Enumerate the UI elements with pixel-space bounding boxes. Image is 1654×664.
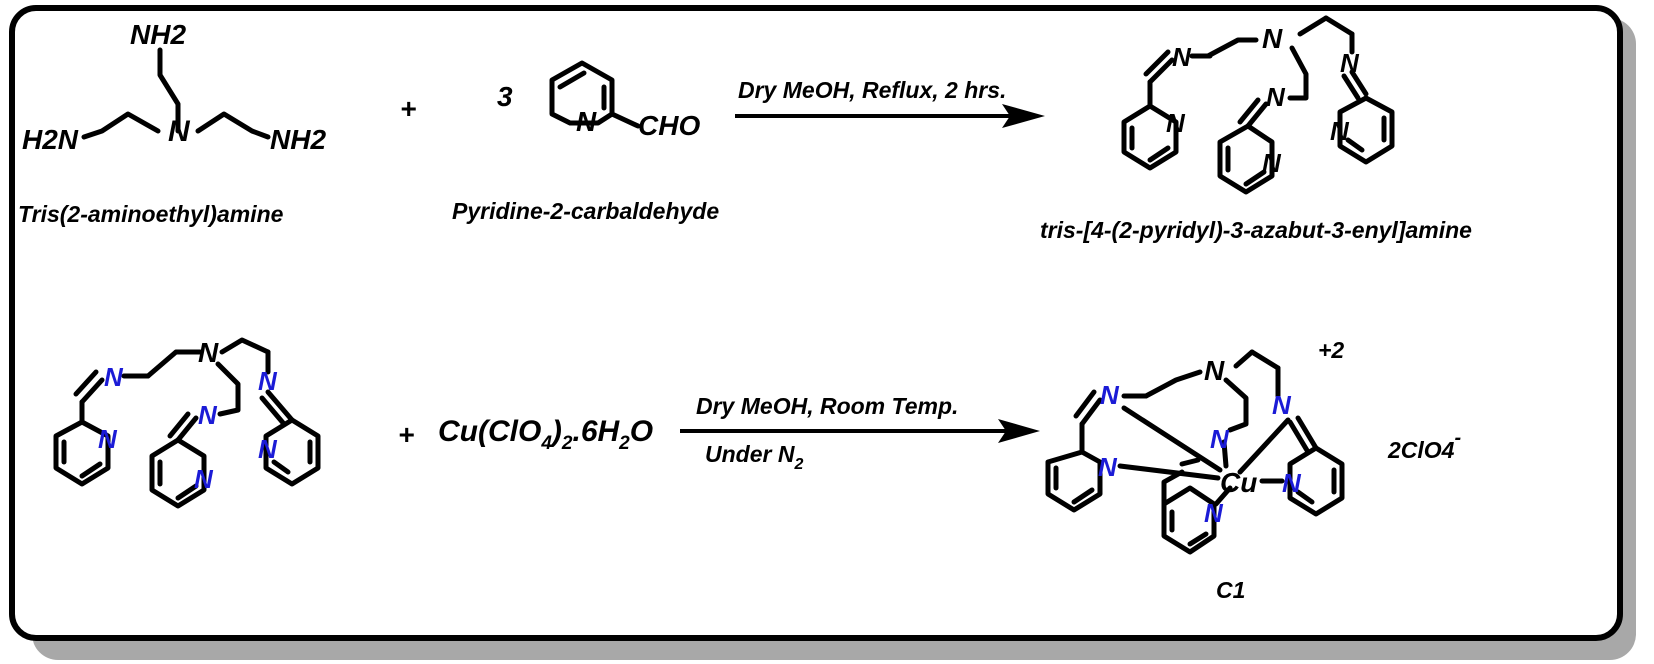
complex-py-n3: N — [1282, 468, 1302, 498]
copper-salt: Cu(ClO4)2.6H2O — [438, 415, 653, 454]
ligand2-py-n1: N — [98, 424, 118, 454]
copper-complex-structure: N N N N N N N Cu — [1045, 349, 1345, 555]
ligand2-imine-n3: N — [258, 366, 278, 396]
pyridine-carbaldehyde-structure: N CHO — [549, 60, 700, 141]
complex-py-n1: N — [1098, 452, 1118, 482]
complex-charge: +2 — [1318, 337, 1344, 363]
ligand1-n-tertiary: N — [1262, 23, 1283, 54]
plus-sign-1: + — [400, 93, 416, 124]
ligand1-py-n3: N — [1330, 116, 1350, 146]
reaction-arrow-2-head — [998, 419, 1040, 443]
complex-imine-n1: N — [1100, 380, 1120, 410]
aldehyde-cho: CHO — [638, 110, 700, 141]
stoich-coefficient: 3 — [497, 81, 513, 112]
tren-n-center: N — [168, 115, 191, 148]
reaction-arrow-1-head — [1002, 104, 1045, 128]
reaction-2-conditions-above: Dry MeOH, Room Temp. — [696, 393, 958, 419]
ligand-name: tris-[4-(2-pyridyl)-3-azabut-3-enyl]amin… — [1040, 217, 1472, 243]
ligand2-n-tertiary: N — [198, 337, 219, 368]
complex-imine-n3: N — [1272, 390, 1292, 420]
ligand-structure-2: N N N N N N N — [53, 337, 321, 509]
ligand2-py-n2: N — [194, 464, 214, 494]
ligand1-imine-n1: N — [1172, 42, 1192, 72]
ligand2-imine-n1: N — [104, 362, 124, 392]
ligand1-py-n1: N — [1166, 108, 1186, 138]
complex-n-tertiary: N — [1204, 355, 1225, 386]
plus-sign-2: + — [398, 419, 414, 450]
ligand1-imine-n2: N — [1266, 82, 1286, 112]
tren-nh2-right: NH2 — [270, 124, 326, 155]
tren-structure: N NH2 H2N NH2 — [22, 19, 326, 155]
ligand-structure-1: N N N N N N N — [1121, 15, 1395, 195]
complex-imine-n2: N — [1210, 424, 1230, 454]
ligand2-py-n3: N — [258, 434, 278, 464]
reaction-1-conditions: Dry MeOH, Reflux, 2 hrs. — [738, 77, 1006, 103]
complex-py-n2: N — [1204, 498, 1224, 528]
tren-name: Tris(2-aminoethyl)amine — [18, 201, 284, 227]
pyridine-carbaldehyde-name: Pyridine-2-carbaldehyde — [452, 198, 719, 224]
pyridine-ring-n: N — [576, 106, 597, 137]
complex-label: C1 — [1216, 577, 1245, 603]
ligand1-py-n2: N — [1262, 148, 1282, 178]
ligand1-imine-n3: N — [1340, 48, 1360, 78]
ligand2-imine-n2: N — [198, 400, 218, 430]
copper-atom: Cu — [1220, 467, 1257, 498]
tren-nh2-top: NH2 — [130, 19, 186, 50]
tren-h2n-left: H2N — [22, 124, 79, 155]
